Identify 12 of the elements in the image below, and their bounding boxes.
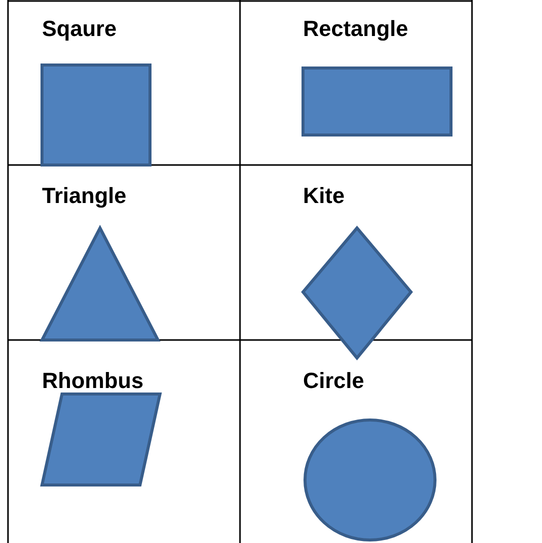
- rhombus-shape: [40, 392, 162, 486]
- triangle-shape: [40, 224, 160, 342]
- shape-name: Triangle: [42, 183, 126, 209]
- shape-name: Kite: [303, 183, 345, 209]
- kite-shape: [301, 226, 413, 360]
- shape-name: Rhombus: [42, 368, 144, 394]
- square-shape: [40, 64, 152, 166]
- shape-name: Sqaure: [42, 16, 117, 42]
- shape-name: Circle: [303, 368, 364, 394]
- shape-name: Rectangle: [303, 16, 408, 42]
- rectangle-shape: [302, 66, 452, 136]
- circle-shape: [304, 418, 436, 542]
